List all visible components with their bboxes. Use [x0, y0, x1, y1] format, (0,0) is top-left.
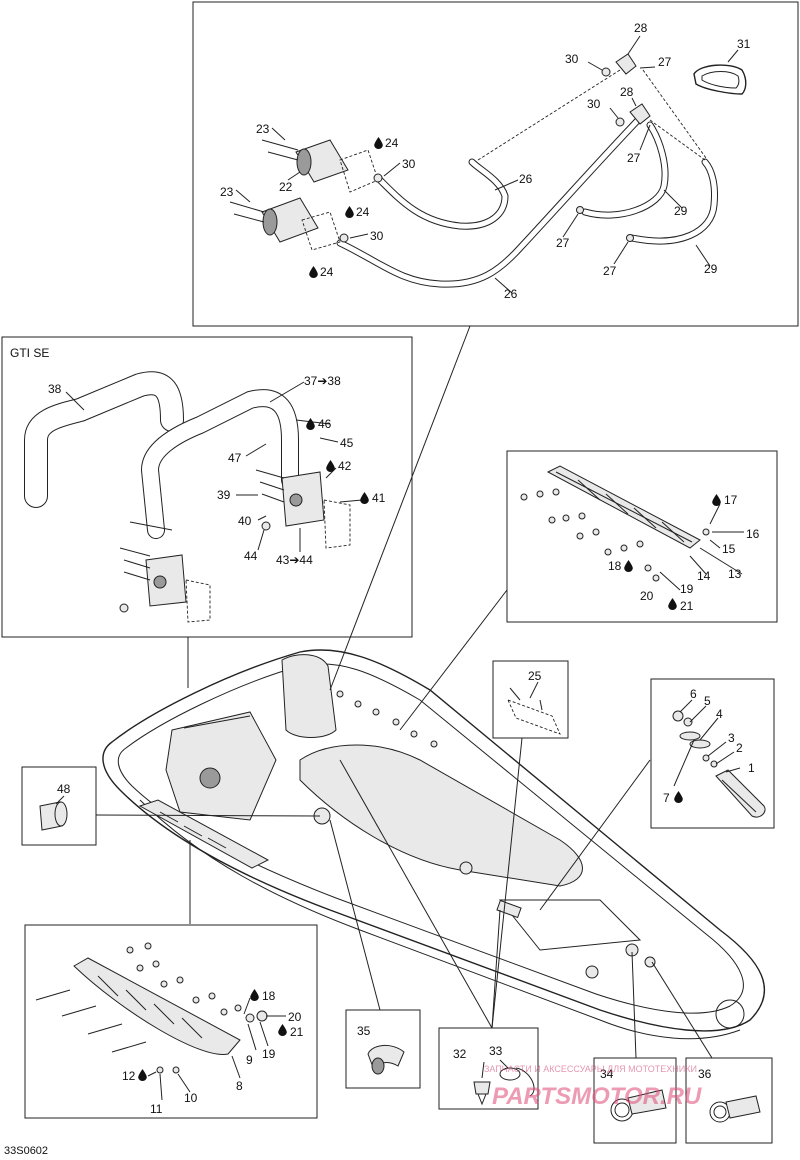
callout-31: 31	[737, 37, 751, 51]
callout-38: 38	[48, 382, 62, 396]
callout-27-b: 27	[603, 264, 617, 278]
callout-3: 3	[728, 731, 735, 745]
callout-43-44: 43➔44	[276, 553, 313, 567]
callout-19-rail: 19	[680, 582, 694, 596]
callout-4: 4	[716, 707, 723, 721]
droplet-icon	[374, 137, 383, 149]
callout-30-a: 30	[402, 157, 416, 171]
watermark-tagline: ЗАПЧАСТИ И АКСЕССУАРЫ ДЛЯ МОТОТЕХНИКИ	[484, 1064, 697, 1074]
hull-body	[102, 649, 766, 1040]
callout-18-rail: 18	[608, 559, 622, 573]
callout-36: 36	[698, 1067, 712, 1081]
callout-30-d: 30	[587, 97, 601, 111]
callout-24-a: 24	[385, 136, 399, 150]
droplet-icon	[250, 989, 259, 1001]
callout-24-b: 24	[356, 205, 370, 219]
droplet-icon	[345, 206, 354, 218]
callout-35: 35	[357, 1024, 371, 1038]
droplet-icon	[138, 1069, 147, 1081]
part-34-box: 34	[593, 1057, 677, 1144]
part-25-box: 25	[492, 660, 569, 739]
callout-26-b: 26	[504, 287, 518, 301]
callout-2: 2	[736, 741, 743, 755]
callout-28-b: 28	[620, 85, 634, 99]
callout-20-rail: 20	[640, 589, 654, 603]
callout-46: 46	[318, 417, 332, 431]
callout-23-lower: 23	[220, 185, 234, 199]
callout-48: 48	[57, 782, 71, 796]
leader-lines	[95, 325, 713, 1059]
pump-lower	[229, 197, 341, 251]
callout-40: 40	[238, 514, 252, 528]
callout-32: 32	[453, 1047, 467, 1061]
pump-upper	[261, 139, 379, 193]
watermark-logo: PARTSMOTOR.RU	[492, 1083, 702, 1110]
droplet-icon	[668, 598, 677, 610]
callout-23-upper: 23	[256, 122, 270, 136]
callout-12: 12	[122, 1069, 136, 1083]
gti-se-handle-panel: GTI SE 38 37➔38	[1, 336, 413, 638]
callout-11: 11	[150, 1102, 163, 1116]
droplet-icon	[306, 418, 315, 430]
callout-8: 8	[236, 1079, 243, 1093]
part-1-7-box: 1 2 3 4 5 6 7	[650, 678, 775, 829]
droplet-icon	[624, 560, 633, 572]
callout-15: 15	[722, 542, 736, 556]
hose-assembly-panel: 23 23 22 24 24 24 30 30 30 30 26 26 27 2…	[192, 1, 799, 327]
callout-33: 33	[489, 1044, 503, 1058]
callout-6: 6	[690, 687, 697, 701]
callout-21-rail: 21	[680, 599, 694, 613]
callout-19: 19	[262, 1047, 276, 1061]
droplet-icon	[360, 492, 369, 504]
callout-21: 21	[290, 1025, 304, 1039]
callout-16: 16	[746, 527, 760, 541]
callout-10: 10	[184, 1091, 198, 1105]
callout-25: 25	[528, 669, 542, 683]
rail-panel: 17 16 15 14 13 18 19 20 21	[506, 450, 778, 623]
callout-34: 34	[600, 1067, 614, 1081]
callout-14: 14	[697, 569, 711, 583]
callout-29-b: 29	[704, 262, 718, 276]
callout-37-38: 37➔38	[304, 374, 341, 388]
droplet-icon	[326, 460, 335, 472]
callout-24-c: 24	[320, 265, 334, 279]
callout-28-a: 28	[634, 21, 648, 35]
callout-30-c: 30	[565, 52, 579, 66]
variant-label: GTI SE	[10, 346, 49, 360]
callout-27-a: 27	[556, 236, 570, 250]
droplet-icon	[278, 1024, 287, 1036]
part-32-33-box: 32 33	[438, 1027, 539, 1110]
callout-45: 45	[340, 436, 354, 450]
part-36-box: 36	[685, 1057, 773, 1144]
part-35-box: 35	[345, 1009, 421, 1089]
callout-44: 44	[244, 549, 258, 563]
callout-41: 41	[372, 491, 386, 505]
callout-17: 17	[724, 493, 738, 507]
callout-20: 20	[288, 1010, 302, 1024]
callout-42: 42	[338, 459, 352, 473]
callout-22: 22	[279, 180, 293, 194]
callout-26-a: 26	[519, 172, 533, 186]
watermark: ЗАПЧАСТИ И АКСЕССУАРЫ ДЛЯ МОТОТЕХНИКИ PA…	[484, 1064, 702, 1110]
part-48-box: 48	[21, 766, 97, 846]
callout-29-a: 29	[674, 204, 688, 218]
callout-13: 13	[728, 567, 742, 581]
rail-8-panel: 18 20 21 19 9 8 10 11 12	[24, 924, 318, 1119]
callout-7: 7	[663, 791, 670, 805]
callout-9: 9	[246, 1053, 253, 1067]
diagram-id: 33S0602	[4, 1145, 48, 1157]
callout-5: 5	[704, 694, 711, 708]
droplet-icon	[712, 494, 721, 506]
callout-27-c: 27	[627, 151, 641, 165]
callout-1: 1	[748, 761, 755, 775]
callout-18: 18	[262, 989, 276, 1003]
callout-30-b: 30	[370, 229, 384, 243]
callout-27-d: 27	[658, 55, 672, 69]
callout-47: 47	[228, 451, 242, 465]
callout-39: 39	[217, 488, 231, 502]
droplet-icon	[309, 266, 318, 278]
droplet-icon	[674, 791, 683, 803]
